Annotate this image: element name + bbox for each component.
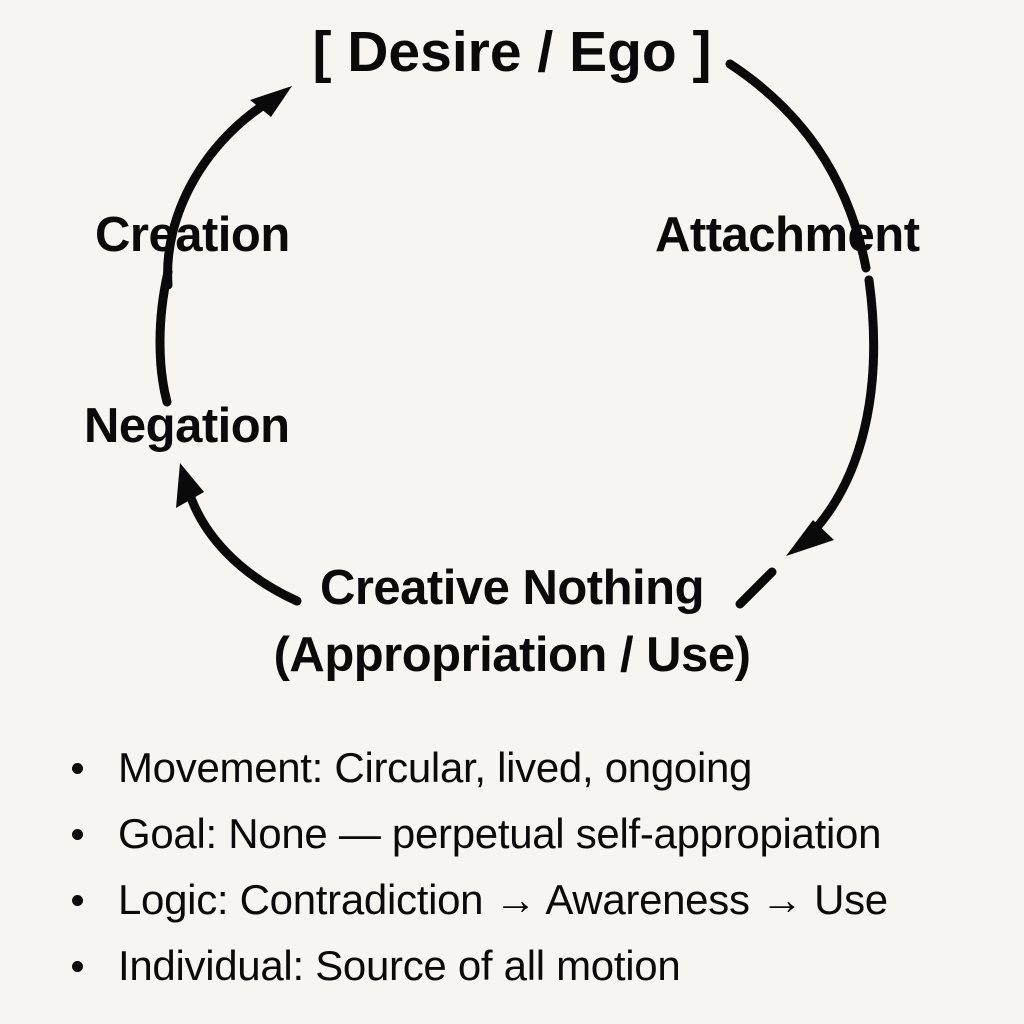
- list-item: Logic: Contradiction → Awareness → Use: [0, 867, 1024, 933]
- node-creative-nothing-label: Creative Nothing: [319, 561, 705, 615]
- list-item: Movement: Circular, lived, ongoing: [0, 735, 1024, 801]
- node-creation: Creation: [95, 208, 290, 262]
- node-desire-ego: [ Desire / Ego ]: [312, 20, 712, 84]
- bullet-dot-icon: [72, 961, 83, 972]
- bullet-dot-icon: [72, 895, 83, 906]
- node-creative-nothing: Creative Nothing (Appropriation / Use): [274, 562, 751, 682]
- node-attachment: Attachment: [655, 208, 920, 262]
- list-item-text: Logic: Contradiction → Awareness → Use: [118, 876, 888, 923]
- edge-negation-to-creation: [155, 267, 173, 407]
- edge-creative-nothing-to-negation: [176, 463, 302, 606]
- cycle-diagram: [ Desire / Ego ] Attachment Creation Neg…: [84, 20, 920, 682]
- edge-attachment-to-creative-nothing: [735, 275, 879, 609]
- edge-creation-to-desire: [163, 86, 292, 290]
- edge-desire-to-attachment: [725, 59, 871, 273]
- list-item-text: Movement: Circular, lived, ongoing: [118, 744, 753, 791]
- bullet-dot-icon: [72, 829, 83, 840]
- list-item-text: Goal: None — perpetual self-appropiation: [118, 810, 882, 857]
- notes-list: Movement: Circular, lived, ongoing Goal:…: [0, 735, 1024, 999]
- cycle-arrows: [155, 59, 879, 609]
- bullet-dot-icon: [72, 763, 83, 774]
- node-negation: Negation: [84, 399, 290, 453]
- node-creative-nothing-sublabel: (Appropriation / Use): [273, 627, 751, 682]
- list-item-text: Individual: Source of all motion: [118, 942, 681, 989]
- list-item: Goal: None — perpetual self-appropiation: [0, 801, 1024, 867]
- list-item: Individual: Source of all motion: [0, 933, 1024, 999]
